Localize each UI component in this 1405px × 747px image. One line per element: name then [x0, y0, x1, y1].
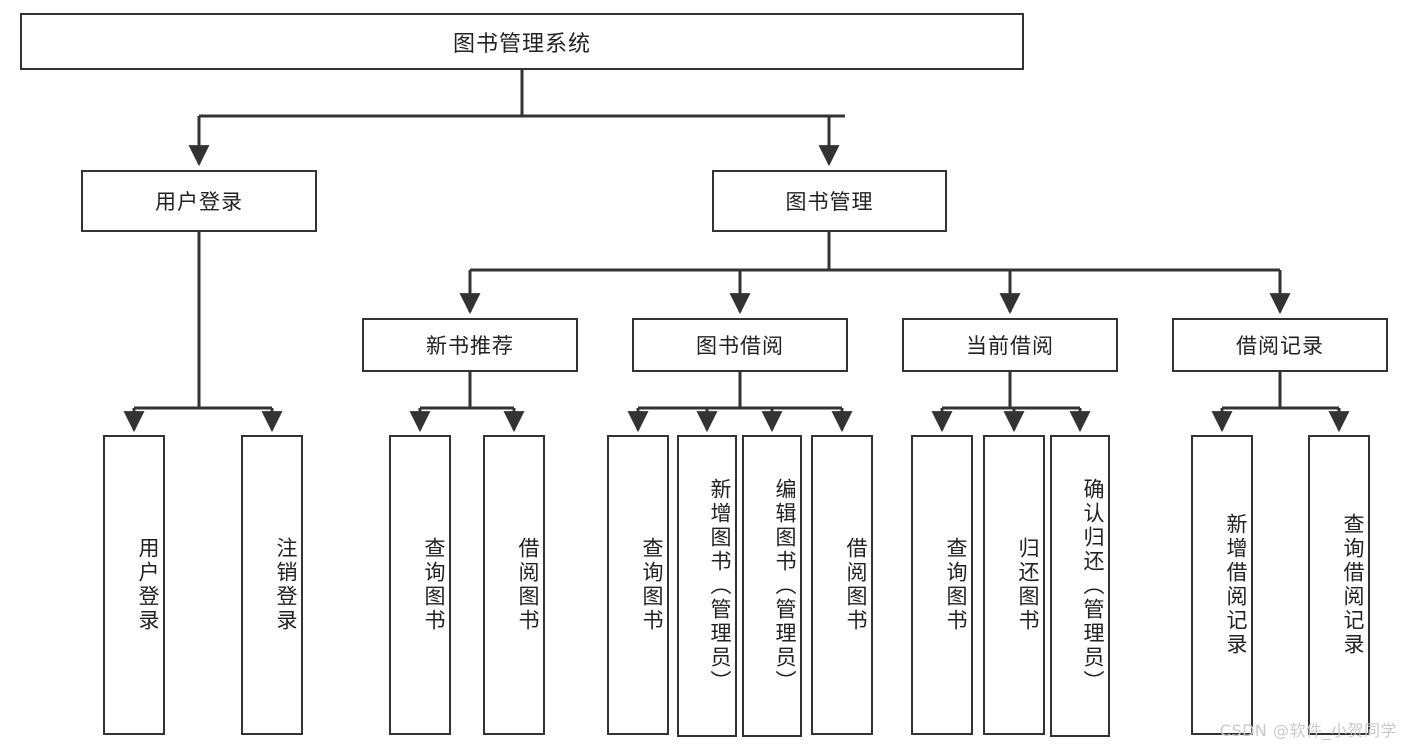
node-leaf-query-book-1-label: 查询图书 — [422, 537, 446, 633]
csdn-watermark: CSDN @软件_小贺同学 — [1219, 721, 1397, 740]
node-leaf-borrow-book-1-label: 借阅图书 — [516, 537, 540, 633]
node-leaf-edit-book[interactable]: 编辑图书（管理员） — [742, 435, 802, 737]
node-leaf-borrow-book-2-label: 借阅图书 — [844, 537, 868, 633]
node-leaf-add-book[interactable]: 新增图书（管理员） — [677, 435, 737, 737]
node-leaf-add-record-label: 新增借阅记录 — [1224, 513, 1248, 657]
node-leaf-query-record-label: 查询借阅记录 — [1341, 513, 1365, 657]
node-new-book-recommend[interactable]: 新书推荐 — [362, 318, 578, 372]
node-leaf-confirm-return-label: 确认归还（管理员） — [1081, 478, 1105, 694]
node-leaf-query-book-3-label: 查询图书 — [944, 537, 968, 633]
node-book-manage[interactable]: 图书管理 — [712, 170, 947, 232]
node-leaf-return-book[interactable]: 归还图书 — [983, 435, 1045, 735]
node-leaf-add-record[interactable]: 新增借阅记录 — [1191, 435, 1253, 735]
node-user-login[interactable]: 用户登录 — [81, 170, 317, 232]
node-root-label: 图书管理系统 — [452, 31, 591, 57]
node-current-borrow[interactable]: 当前借阅 — [902, 318, 1118, 372]
node-root[interactable]: 图书管理系统 — [20, 13, 1024, 70]
node-leaf-query-record[interactable]: 查询借阅记录 — [1308, 435, 1370, 735]
node-leaf-query-book-3[interactable]: 查询图书 — [911, 435, 973, 735]
node-leaf-edit-book-label: 编辑图书（管理员） — [773, 478, 797, 694]
node-user-login-label: 用户登录 — [155, 190, 243, 214]
node-leaf-borrow-book-1[interactable]: 借阅图书 — [483, 435, 545, 735]
node-new-book-recommend-label: 新书推荐 — [426, 334, 514, 358]
node-leaf-logout-login[interactable]: 注销登录 — [241, 435, 303, 735]
node-leaf-query-book-2-label: 查询图书 — [640, 537, 664, 633]
node-leaf-user-login[interactable]: 用户登录 — [103, 435, 165, 735]
node-leaf-user-login-label: 用户登录 — [136, 537, 160, 633]
node-leaf-add-book-label: 新增图书（管理员） — [708, 478, 732, 694]
node-borrow-record[interactable]: 借阅记录 — [1172, 318, 1388, 372]
node-leaf-query-book-2[interactable]: 查询图书 — [607, 435, 669, 735]
node-borrow-record-label: 借阅记录 — [1236, 334, 1324, 358]
node-leaf-confirm-return[interactable]: 确认归还（管理员） — [1050, 435, 1110, 737]
node-leaf-borrow-book-2[interactable]: 借阅图书 — [811, 435, 873, 735]
node-leaf-return-book-label: 归还图书 — [1016, 537, 1040, 633]
node-book-manage-label: 图书管理 — [785, 190, 874, 214]
node-leaf-logout-login-label: 注销登录 — [274, 537, 298, 633]
node-book-borrow-label: 图书借阅 — [696, 334, 784, 358]
node-leaf-query-book-1[interactable]: 查询图书 — [389, 435, 451, 735]
node-book-borrow[interactable]: 图书借阅 — [632, 318, 848, 372]
node-current-borrow-label: 当前借阅 — [966, 334, 1054, 358]
